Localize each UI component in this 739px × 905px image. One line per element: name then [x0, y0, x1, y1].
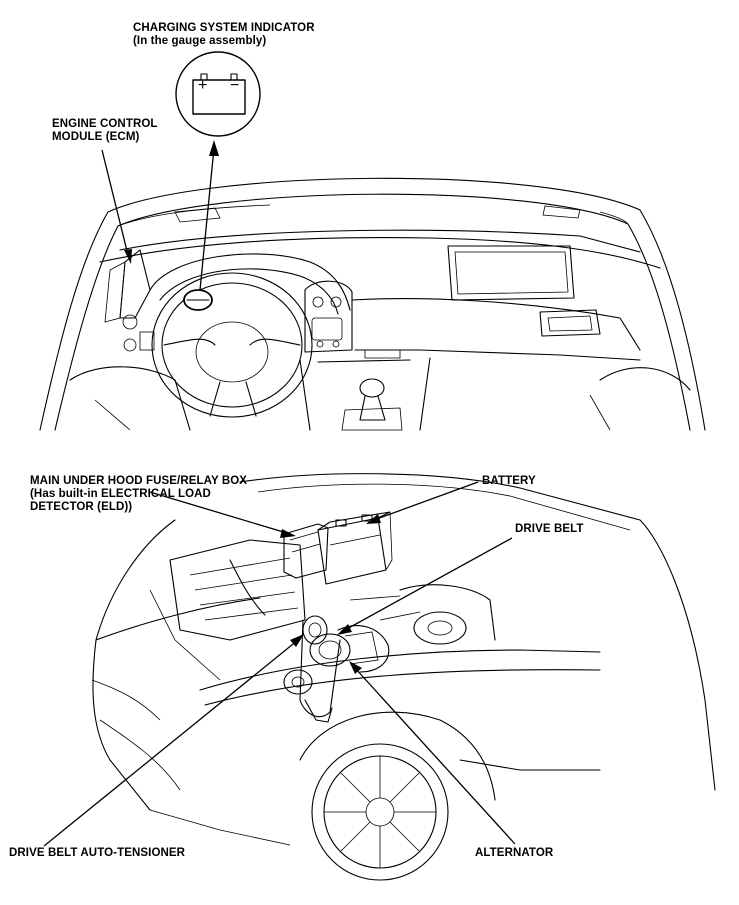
battery-plus-symbol: + [198, 77, 208, 94]
battery-pointer-line [373, 481, 479, 521]
indicator-pointer-line [199, 147, 215, 291]
dashboard-illustration [39, 177, 706, 431]
fuse-box-pointer-arrowhead [280, 529, 296, 538]
charging-indicator-label-line2: (In the gauge assembly) [133, 35, 267, 47]
fuse-box-label-line1: MAIN UNDER HOOD FUSE/RELAY BOX [30, 475, 248, 487]
fuse-box-label-line3: DETECTOR (ELD)) [30, 501, 133, 513]
ecm-pointer-line [101, 149, 129, 256]
battery-minus-symbol: − [230, 77, 240, 94]
drive-belt-pointer-line [344, 537, 513, 631]
ecm-pointer-arrowhead [124, 249, 132, 264]
alternator-label: ALTERNATOR [475, 847, 554, 859]
drive-belt-label: DRIVE BELT [515, 523, 584, 535]
battery-warning-icon [192, 73, 246, 115]
drive-belt-pointer-arrowhead [337, 624, 352, 635]
charging-indicator-label-line1: CHARGING SYSTEM INDICATOR [133, 22, 315, 34]
battery-pointer-arrowhead [366, 514, 381, 524]
alternator-pointer-arrowhead [349, 661, 362, 674]
charging-indicator-label: CHARGING SYSTEM INDICATOR (In the gauge … [133, 22, 315, 48]
charging-indicator-callout [175, 51, 261, 137]
ecm-label-line2: MODULE (ECM) [52, 131, 140, 143]
alternator-pointer-line [354, 667, 516, 845]
fuse-box-label-line2: (Has built-in ELECTRICAL LOAD [30, 488, 211, 500]
fuse-box-pointer-line [149, 491, 291, 535]
engine-bay-illustration [91, 473, 716, 881]
indicator-pointer-arrowhead [209, 140, 219, 156]
battery-label: BATTERY [482, 475, 536, 487]
ecm-label: ENGINE CONTROL MODULE (ECM) [52, 118, 158, 144]
tensioner-label: DRIVE BELT AUTO-TENSIONER [9, 847, 186, 859]
fuse-box-label: MAIN UNDER HOOD FUSE/RELAY BOX (Has buil… [30, 475, 247, 514]
ecm-label-line1: ENGINE CONTROL [52, 118, 158, 130]
tensioner-pointer-arrowhead [290, 634, 304, 647]
tensioner-pointer-line [43, 639, 299, 847]
